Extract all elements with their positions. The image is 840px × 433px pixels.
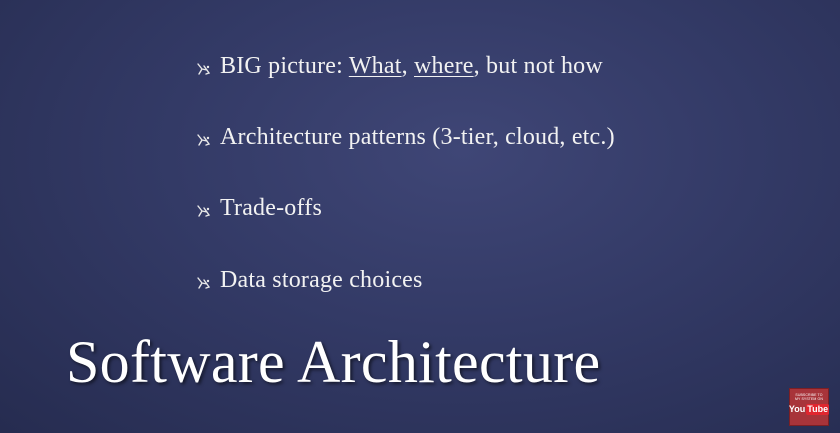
ornate-bullet-icon xyxy=(196,132,212,148)
bullet-item: Data storage choices xyxy=(196,264,423,296)
bullet-text-part: , but not how xyxy=(473,52,603,79)
badge-line: MY SYSTEM ON xyxy=(795,397,823,401)
bullet-text: Trade-offs xyxy=(220,194,322,221)
ornate-bullet-icon xyxy=(196,61,212,77)
ornate-bullet-icon xyxy=(196,203,212,219)
bullet-text-part: BIG picture: xyxy=(220,52,349,79)
youtube-logo-tube: Tube xyxy=(806,404,830,415)
bullet-text: Architecture patterns (3-tier, cloud, et… xyxy=(220,123,615,150)
slide-title: Software Architecture xyxy=(66,329,601,395)
badge-line: SUBSCRIBE TO xyxy=(795,393,823,397)
bullet-text: Data storage choices xyxy=(220,266,423,293)
bullet-item: BIG picture: What, where, but not how xyxy=(196,50,603,82)
bullet-text-part: , xyxy=(401,52,414,79)
underlined-where: where xyxy=(414,52,474,79)
ornate-bullet-icon xyxy=(196,275,212,291)
bullet-item: Trade-offs xyxy=(196,192,322,224)
underlined-what: What xyxy=(348,52,402,79)
bullet-item: Architecture patterns (3-tier, cloud, et… xyxy=(196,121,615,153)
bullet-list: BIG picture: What, where, but not how Ar… xyxy=(196,0,796,320)
youtube-logo-you: You xyxy=(788,404,806,414)
bullet-text: BIG picture: What, where, but not how xyxy=(220,53,603,80)
